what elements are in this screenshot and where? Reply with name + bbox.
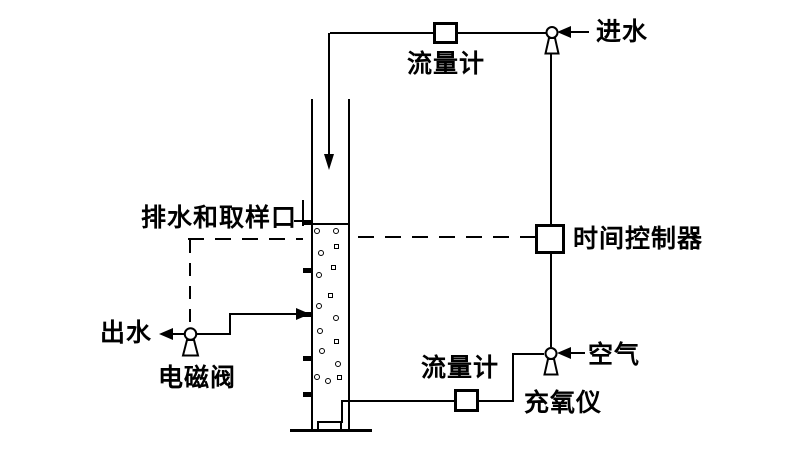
control-dash-down	[189, 240, 191, 328]
pipe-outlet-lower	[196, 333, 231, 335]
bubble	[316, 272, 322, 278]
bubble	[316, 303, 322, 309]
oxygen-meter-label: 充氧仪	[524, 390, 603, 417]
air-label: 空气	[588, 342, 641, 369]
control-line-upper	[550, 53, 552, 224]
sampling-port-tick	[303, 268, 312, 273]
bubble	[335, 361, 341, 367]
column-left-wall	[311, 99, 313, 431]
outlet-arrow-icon	[159, 328, 173, 340]
flow-meter-bottom-label: 流量计	[421, 355, 500, 382]
bubble	[337, 375, 342, 380]
bubble	[314, 374, 320, 380]
time-controller-label: 时间控制器	[573, 226, 704, 253]
bubble	[325, 378, 331, 384]
pipe-inlet-top-left	[330, 32, 433, 34]
outlet-port-arrow-icon	[296, 308, 310, 320]
bubble	[319, 348, 325, 354]
sampling-port-tick	[303, 392, 312, 397]
bubble	[317, 328, 323, 334]
bubble	[328, 293, 333, 298]
sampling-port-tick	[303, 356, 312, 361]
control-dash-right	[358, 236, 535, 238]
pipe-inlet-top-right	[458, 32, 547, 34]
pipe-air-to-column	[343, 400, 454, 402]
port-leader-crossbar	[294, 220, 311, 222]
bubble	[333, 315, 339, 321]
column-right-wall	[348, 99, 350, 431]
air-arrow-shaft	[570, 352, 585, 354]
air-valve-icon	[540, 347, 562, 382]
flow-meter-bottom-box	[454, 389, 479, 412]
time-controller-box	[535, 224, 565, 254]
pipe-outlet-riser	[229, 313, 231, 335]
water-level-line	[313, 223, 348, 225]
bubble	[334, 244, 339, 249]
port-leader-line	[302, 200, 304, 226]
inlet-arrow-shaft	[570, 31, 589, 33]
pipe-outlet-upper	[229, 313, 296, 315]
drain-sampling-port-label: 排水和取样口	[141, 205, 298, 232]
bubble	[334, 339, 339, 344]
pipe-air-to-meter	[479, 400, 513, 402]
pipe-air-upper	[513, 353, 544, 355]
flow-meter-top-box	[433, 22, 458, 44]
pipe-air-downcomer	[512, 353, 514, 402]
sampling-port-tick	[303, 220, 312, 225]
outlet-arrow-shaft	[172, 333, 184, 335]
air-arrow-icon	[557, 347, 571, 359]
aeration-diffuser	[317, 421, 342, 431]
outlet-water-label: 出水	[100, 320, 153, 347]
solenoid-valve-label: 电磁阀	[158, 365, 237, 392]
bubble	[318, 250, 324, 256]
inlet-water-label: 进水	[596, 19, 649, 46]
bubble	[333, 228, 339, 234]
pipe-air-diffuser-drop	[341, 400, 343, 423]
control-dash-left	[188, 238, 303, 240]
bubble	[314, 228, 320, 234]
bubble	[331, 265, 336, 270]
control-line-lower	[550, 254, 552, 347]
pipe-inlet-drop	[328, 33, 330, 155]
down-arrow-icon	[324, 154, 334, 170]
inlet-arrow-icon	[557, 26, 571, 38]
solenoid-valve-icon	[179, 327, 202, 363]
flow-meter-top-label: 流量计	[407, 51, 486, 78]
